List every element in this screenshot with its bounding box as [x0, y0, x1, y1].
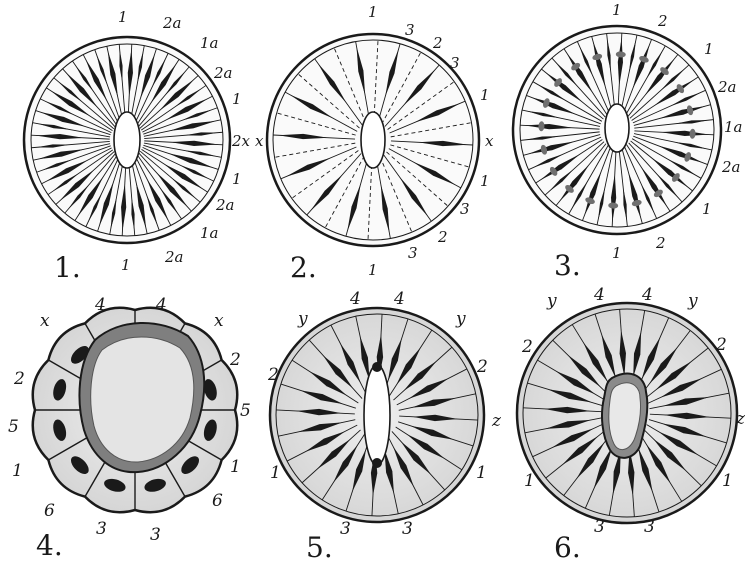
fig1-label: 1 [232, 90, 242, 108]
fig4-label: 2 [13, 369, 25, 389]
fig4-label: 2 [229, 350, 241, 370]
fig6-label: y [687, 291, 698, 311]
fig1-label: 2a [162, 14, 182, 32]
figure-1: 1. 1 2a 1a 2a 1 2x 1 2a 1a 2a 1 [24, 8, 251, 284]
fig6-label: 2 [521, 337, 533, 357]
fig4-label: 4 [155, 295, 167, 315]
fig1-label: 2a [215, 196, 235, 214]
fig1-label: 2a [164, 248, 184, 266]
figure-2: 2. 1 3 2 3 1 x x 1 3 2 3 1 [255, 3, 494, 284]
fig2-label: x [485, 132, 494, 150]
fig5-label: 1 [270, 463, 281, 483]
fig3-label: 1a [724, 118, 743, 136]
fig6-label: 3 [594, 517, 605, 537]
fig5-label: y [297, 309, 308, 329]
fig2-label: 3 [460, 200, 470, 218]
fig1-label: 1 [118, 8, 128, 26]
fig5-label: 3 [340, 519, 351, 539]
fig6-label: y [546, 291, 557, 311]
figure-4: 4. 4 4 x x 2 2 5 5 1 1 6 6 3 3 [8, 295, 251, 561]
fig6-label: 1 [524, 471, 535, 491]
fig1-label: 1a [200, 224, 219, 242]
fig2-label: 1 [480, 172, 490, 190]
fig2-label: 3 [450, 54, 460, 72]
figure-3: 3. 1 2 1 2a 1a 2a 1 2 1 [513, 1, 743, 282]
fig4-label: 5 [240, 401, 251, 421]
fig4-label: x [214, 311, 224, 331]
figure-5: 5. 4 4 y y 2 2 1 1 3 3 [267, 289, 488, 561]
fig2-label: 2 [432, 34, 443, 52]
figure-2-number: 2. [290, 251, 317, 284]
fig3-label: 2 [655, 234, 666, 252]
fig2-label: 3 [408, 244, 418, 262]
fig5-label: 3 [402, 519, 413, 539]
fig3-label: 2 [657, 12, 668, 30]
fig6-label: 4 [641, 285, 653, 305]
fig1-label: 2a [213, 64, 233, 82]
fig2-label: x [255, 132, 264, 150]
fig4-label: 3 [150, 525, 161, 545]
fig3-label: 1 [612, 1, 622, 19]
fig4-label: 1 [12, 461, 23, 481]
fig4-label: 6 [212, 491, 223, 511]
fig3-label: 2a [717, 78, 737, 96]
fig6-label: 4 [593, 285, 605, 305]
fig5-label: 2 [267, 365, 279, 385]
fig3-label: 2a [721, 158, 741, 176]
fig6-label: 3 [644, 517, 655, 537]
figure-5-number: 5. [306, 531, 333, 561]
fig5-label: 4 [349, 289, 361, 309]
fig4-label: 6 [44, 501, 55, 521]
fig1-label: 1 [232, 170, 242, 188]
fig2-label: 3 [405, 21, 415, 39]
fig5-label: 1 [476, 463, 487, 483]
fig2-label: 2 [437, 228, 448, 246]
fig3-label: 1 [704, 40, 714, 58]
fig3-label: 1 [612, 244, 622, 262]
fig2-label: 1 [368, 3, 378, 21]
fig4-label: x [40, 311, 50, 331]
fig6-label: 1 [722, 471, 733, 491]
fig6-label: z [735, 409, 746, 429]
fig5-label: 2 [476, 357, 488, 377]
fig4-label: 1 [230, 457, 241, 477]
fig2-label: 1 [480, 86, 490, 104]
fig1-label: 1a [200, 34, 219, 52]
fig6-label: 2 [715, 335, 727, 355]
fig1-label: 2x [231, 132, 251, 150]
figure-4-number: 4. [36, 529, 63, 561]
fig2-label: 1 [368, 261, 378, 279]
fig3-label: 1 [702, 200, 712, 218]
fig5-label: 4 [393, 289, 405, 309]
fig4-label: 4 [94, 295, 106, 315]
figure-6-number: 6. [554, 531, 581, 561]
fig6-label: z [491, 411, 502, 431]
fig4-label: 5 [8, 417, 19, 437]
figure-6: 6. y 4 4 y 2 2 z z 1 1 3 3 [491, 285, 746, 561]
figure-3-number: 3. [554, 249, 581, 282]
fig4-label: 3 [96, 519, 107, 539]
fig1-label: 1 [121, 256, 131, 274]
fig5-label: y [455, 309, 466, 329]
figure-1-number: 1. [54, 251, 81, 284]
